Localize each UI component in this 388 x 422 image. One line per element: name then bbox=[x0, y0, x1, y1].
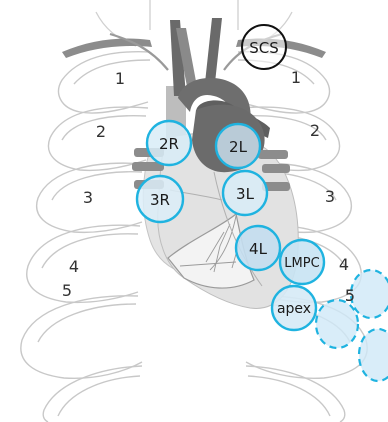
rib-left-6b bbox=[58, 376, 140, 416]
rib-number-left-3: 3 bbox=[83, 188, 93, 207]
site-4l-label: 4L bbox=[249, 240, 268, 258]
rib-numbers-left: 1 2 3 4 5 bbox=[62, 69, 125, 300]
ribs-left bbox=[21, 52, 150, 422]
site-lmpc[interactable]: LMPC bbox=[280, 240, 324, 284]
rib-number-right-5-overlay: 5 bbox=[345, 286, 355, 305]
site-4l[interactable]: 4L bbox=[236, 226, 280, 270]
rib-number-right-2: 2 bbox=[310, 121, 320, 140]
site-3l-label: 3L bbox=[236, 185, 255, 203]
rib-right-6b bbox=[248, 376, 330, 416]
site-apex-label: apex bbox=[277, 301, 311, 317]
rib-left-6 bbox=[43, 366, 142, 422]
site-3r-label: 3R bbox=[150, 191, 170, 209]
pulmonary-vein-right-2 bbox=[262, 164, 290, 173]
rib-number-right-1: 1 bbox=[291, 68, 301, 87]
rib-number-right-4: 4 bbox=[339, 255, 349, 274]
site-2l-label: 2L bbox=[229, 138, 248, 156]
site-2l[interactable]: 2L bbox=[216, 124, 260, 168]
site-3l[interactable]: 3L bbox=[223, 171, 267, 215]
dashed-site-2 bbox=[316, 300, 358, 348]
site-lmpc-label: LMPC bbox=[284, 256, 319, 271]
site-3r[interactable]: 3R bbox=[137, 176, 183, 222]
dashed-site-1 bbox=[351, 270, 388, 318]
rib-number-right-3: 3 bbox=[325, 187, 335, 206]
rib-number-left-5: 5 bbox=[62, 281, 72, 300]
rib-number-left-2: 2 bbox=[96, 122, 106, 141]
rib-left-1b bbox=[74, 60, 150, 84]
pulmonary-vein-right-1 bbox=[258, 150, 288, 159]
rib-left-3b bbox=[52, 172, 142, 200]
site-scs[interactable]: SCS bbox=[242, 25, 286, 69]
rib-left-4b bbox=[42, 234, 138, 268]
rib-number-left-4: 4 bbox=[69, 257, 79, 276]
site-2r[interactable]: 2R bbox=[147, 121, 191, 165]
rib-left-5 bbox=[21, 296, 142, 378]
rib-right-6 bbox=[246, 366, 345, 422]
dashed-site-3 bbox=[359, 329, 388, 381]
site-apex[interactable]: apex bbox=[272, 286, 316, 330]
site-2r-label: 2R bbox=[159, 135, 179, 153]
rib-number-left-1: 1 bbox=[115, 69, 125, 88]
site-scs-label: SCS bbox=[249, 39, 279, 57]
